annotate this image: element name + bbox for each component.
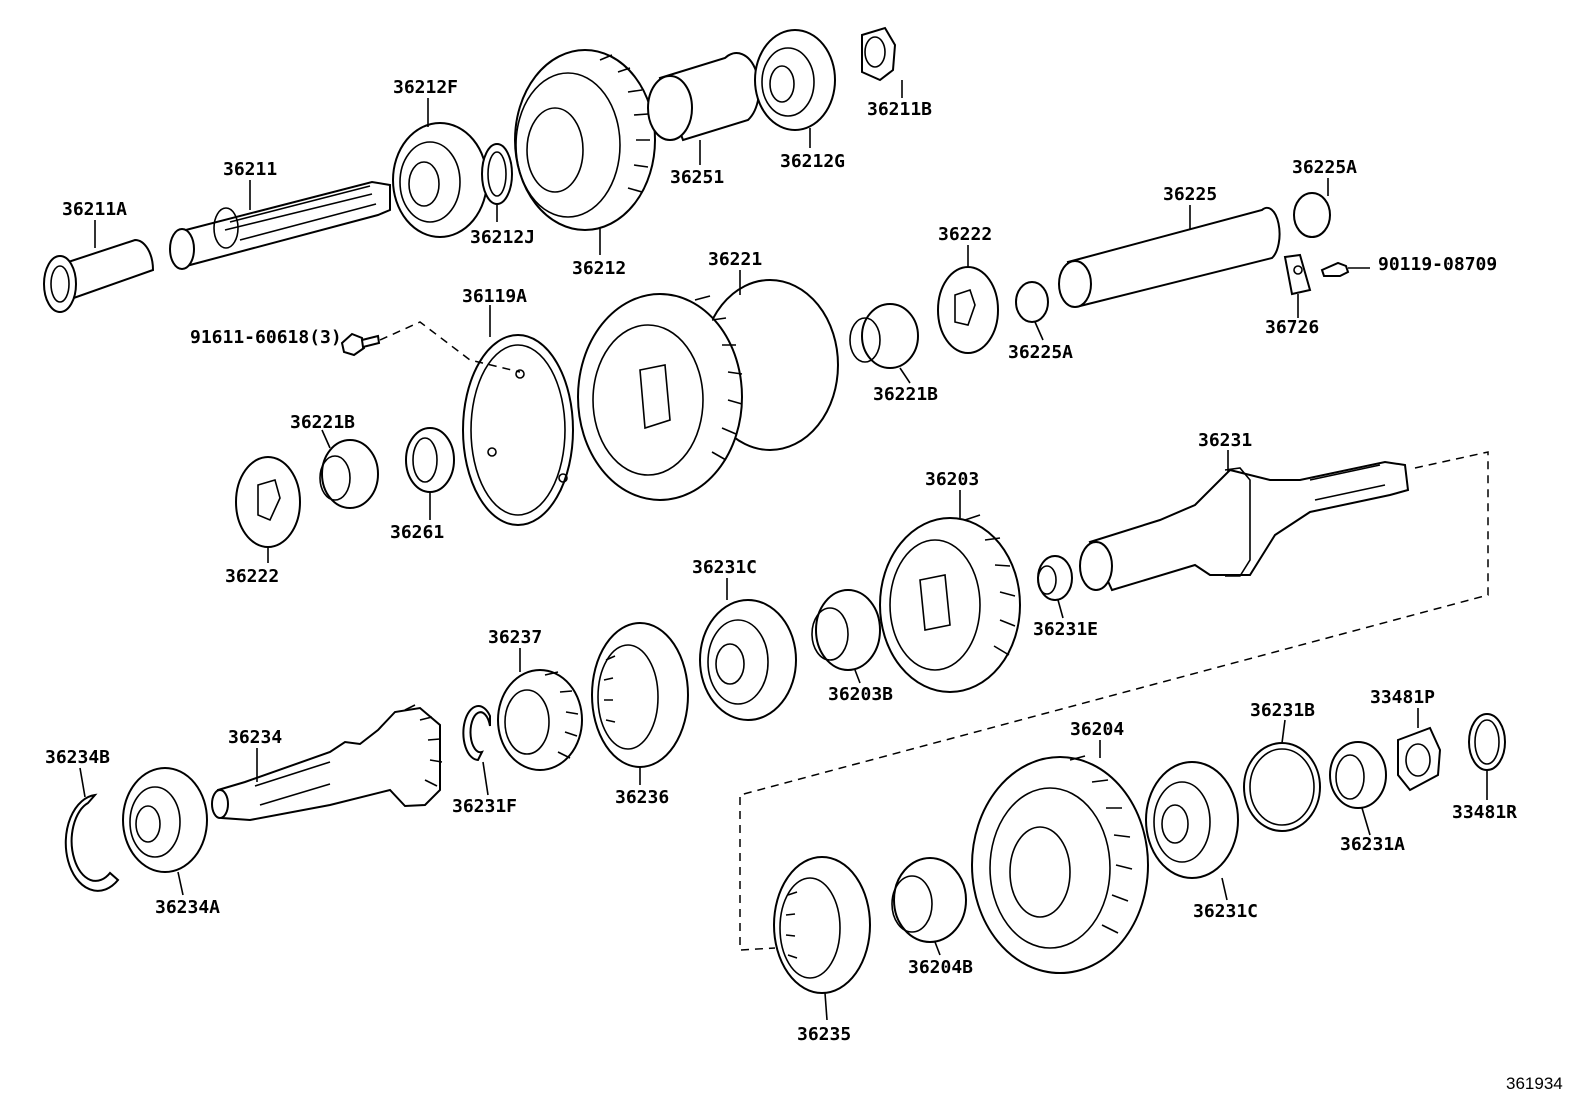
label-33481R: 33481R bbox=[1452, 802, 1517, 823]
label-36261: 36261 bbox=[390, 522, 444, 543]
label-36212G: 36212G bbox=[780, 151, 845, 172]
part-36234B-snap-ring bbox=[64, 793, 120, 892]
part-36225-shaft bbox=[1058, 206, 1281, 308]
label-36211A: 36211A bbox=[62, 199, 127, 220]
part-36211B-nut bbox=[861, 26, 897, 82]
part-36231-shaft bbox=[1079, 460, 1410, 592]
label-36204: 36204 bbox=[1070, 719, 1124, 740]
label-36234B: 36234B bbox=[45, 747, 110, 768]
label-36203: 36203 bbox=[925, 469, 979, 490]
part-36231A-collar bbox=[1329, 741, 1387, 809]
label-36225A-top: 36225A bbox=[1292, 157, 1357, 178]
label-36204B: 36204B bbox=[908, 957, 973, 978]
part-36211-shaft bbox=[169, 180, 391, 270]
label-36231C-bottom: 36231C bbox=[1193, 901, 1258, 922]
label-36237: 36237 bbox=[488, 627, 542, 648]
label-36231F: 36231F bbox=[452, 796, 517, 817]
label-36211B: 36211B bbox=[867, 99, 932, 120]
part-91611-bolt bbox=[340, 332, 381, 357]
part-36726-plate bbox=[1283, 253, 1312, 296]
label-36212F: 36212F bbox=[393, 77, 458, 98]
label-36231B: 36231B bbox=[1250, 700, 1315, 721]
part-33481R-ring bbox=[1468, 713, 1506, 771]
part-36222-washer-left bbox=[235, 456, 301, 548]
part-36234A-bearing bbox=[122, 767, 208, 873]
label-36203B: 36203B bbox=[828, 684, 893, 705]
shaft-leader-dashed bbox=[739, 451, 1489, 951]
part-36221B-roller-top bbox=[849, 303, 919, 369]
part-36119A-cover bbox=[462, 334, 574, 526]
part-36235-sleeve bbox=[773, 856, 871, 994]
label-36211: 36211 bbox=[223, 159, 277, 180]
part-36231F-snap-ring bbox=[462, 705, 491, 762]
part-36212J-ring bbox=[481, 143, 513, 205]
part-36231C-bearing-bottom bbox=[1145, 761, 1239, 879]
label-90119-08709: 90119-08709 bbox=[1378, 254, 1497, 275]
part-36204-gear bbox=[971, 755, 1149, 974]
part-36225A-ring-top bbox=[1293, 192, 1331, 238]
part-36212-gear bbox=[514, 49, 656, 231]
part-90119-bolt bbox=[1320, 261, 1350, 277]
label-36222-top: 36222 bbox=[938, 224, 992, 245]
label-36221B-top: 36221B bbox=[873, 384, 938, 405]
label-36119A: 36119A bbox=[462, 286, 527, 307]
label-36235: 36235 bbox=[797, 1024, 851, 1045]
label-36231A: 36231A bbox=[1340, 834, 1405, 855]
label-36221: 36221 bbox=[708, 249, 762, 270]
leader-lines bbox=[79, 80, 1488, 1021]
part-36204B-bearing bbox=[891, 857, 967, 943]
part-36231E-bearing bbox=[1037, 555, 1073, 601]
part-33481P-nut bbox=[1397, 726, 1442, 792]
label-36726: 36726 bbox=[1265, 317, 1319, 338]
part-36222-washer-top bbox=[937, 266, 999, 354]
label-33481P: 33481P bbox=[1370, 687, 1435, 708]
label-36225: 36225 bbox=[1163, 184, 1217, 205]
label-36231C-mid: 36231C bbox=[692, 557, 757, 578]
part-36225A-ring-bottom bbox=[1015, 281, 1049, 323]
part-36221-gear bbox=[577, 279, 839, 501]
label-91611-60618: 91611-60618(3) bbox=[190, 327, 342, 348]
label-36236: 36236 bbox=[615, 787, 669, 808]
label-36212J: 36212J bbox=[470, 227, 535, 248]
label-36212: 36212 bbox=[572, 258, 626, 279]
label-36251: 36251 bbox=[670, 167, 724, 188]
part-36212G-bearing bbox=[754, 29, 836, 131]
label-36221B-left: 36221B bbox=[290, 412, 355, 433]
part-36203B-bearing bbox=[811, 589, 881, 671]
part-36236-sleeve bbox=[591, 622, 689, 768]
label-36231E: 36231E bbox=[1033, 619, 1098, 640]
part-36221B-roller-left bbox=[319, 439, 379, 509]
part-36234-shaft bbox=[211, 704, 443, 822]
label-36234: 36234 bbox=[228, 727, 282, 748]
part-36211A-sleeve bbox=[43, 238, 155, 313]
part-36203-gear bbox=[879, 514, 1021, 693]
label-36234A: 36234A bbox=[155, 897, 220, 918]
part-36231C-bearing-mid bbox=[699, 599, 797, 721]
part-36212F-bearing bbox=[392, 122, 488, 238]
label-36222-left: 36222 bbox=[225, 566, 279, 587]
label-36225A-bottom: 36225A bbox=[1008, 342, 1073, 363]
part-36231B-ring bbox=[1243, 742, 1321, 832]
part-36261-collar bbox=[405, 427, 455, 493]
label-36231: 36231 bbox=[1198, 430, 1252, 451]
bolt-leader-dashed bbox=[379, 321, 521, 373]
diagram-reference-number: 361934 bbox=[1506, 1074, 1563, 1093]
part-36251-collar bbox=[647, 52, 761, 142]
part-36237-gear bbox=[497, 669, 583, 771]
